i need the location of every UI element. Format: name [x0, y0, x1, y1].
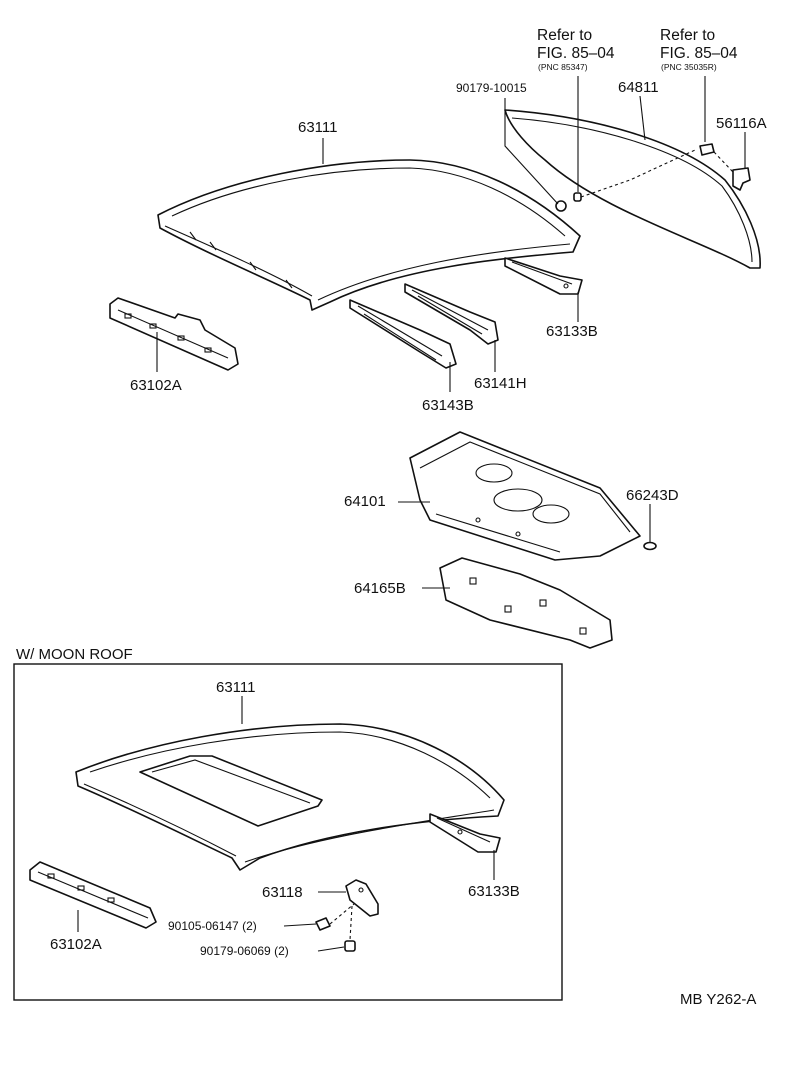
roof-bow-front-part — [109, 297, 239, 371]
moonroof-section-box — [13, 663, 563, 1001]
leader-lines-top — [156, 76, 746, 589]
label-moonroof-bracket: 63118 — [262, 884, 303, 901]
roof-bow-mid-part — [349, 299, 457, 369]
labels-moonroof: 63111 63133B 63102A 63118 90105-06147 (2… — [50, 679, 520, 958]
roof-panel-part — [157, 159, 581, 311]
label-roof-rail-rear: 63133B — [546, 323, 598, 340]
labels-top: 63111 90179-10015 64811 56116A 63133B 63… — [130, 27, 767, 597]
label-moonroof-roof-rail: 63133B — [468, 883, 520, 900]
label-roof-bow-front: 63102A — [130, 377, 182, 394]
ref-left-line2: FIG. 85–04 — [537, 45, 615, 62]
moonroof-roof-bow-front-part — [29, 861, 157, 929]
leader-lines-moonroof — [77, 696, 495, 952]
label-roof-bow-mid: 63143B — [422, 397, 474, 414]
moonroof-section-title: W/ MOON ROOF — [16, 646, 133, 663]
tray-silencer-part — [439, 557, 613, 649]
label-moonroof-screw: 90105-06147 (2) — [168, 919, 257, 933]
ref-left-pnc: (PNC 85347) — [538, 62, 588, 72]
ref-right-line1: Refer to — [660, 27, 715, 44]
label-moonroof-roof-bow-front: 63102A — [50, 936, 102, 953]
label-nut-part: 90179-10015 — [456, 81, 527, 95]
label-plug-hole: 66243D — [626, 487, 679, 504]
package-tray-part — [409, 431, 641, 561]
label-roof-bow-rear: 63141H — [474, 375, 527, 392]
label-moonroof-roof-panel: 63111 — [216, 679, 256, 696]
glass-fasteners — [555, 143, 751, 212]
plug-hole-part — [643, 541, 657, 551]
label-roof-panel: 63111 — [298, 119, 338, 136]
ref-right-pnc: (PNC 35035R) — [661, 62, 717, 72]
roof-rail-rear-part — [504, 257, 583, 295]
figure-code: MB Y262-A — [680, 991, 756, 1008]
label-clip-retainer: 56116A — [716, 115, 767, 132]
ref-left-line1: Refer to — [537, 27, 592, 44]
label-tray-silencer: 64165B — [354, 580, 406, 597]
label-package-tray: 64101 — [344, 493, 386, 510]
label-back-window-glass: 64811 — [618, 79, 659, 96]
moonroof-roof-rail-part — [429, 813, 501, 853]
moonroof-bracket-part — [315, 879, 379, 952]
label-moonroof-nut: 90179-06069 (2) — [200, 944, 289, 958]
moonroof-roof-panel-part — [75, 723, 505, 871]
ref-right-line2: FIG. 85–04 — [660, 45, 738, 62]
roof-bow-rear-part — [404, 283, 499, 345]
